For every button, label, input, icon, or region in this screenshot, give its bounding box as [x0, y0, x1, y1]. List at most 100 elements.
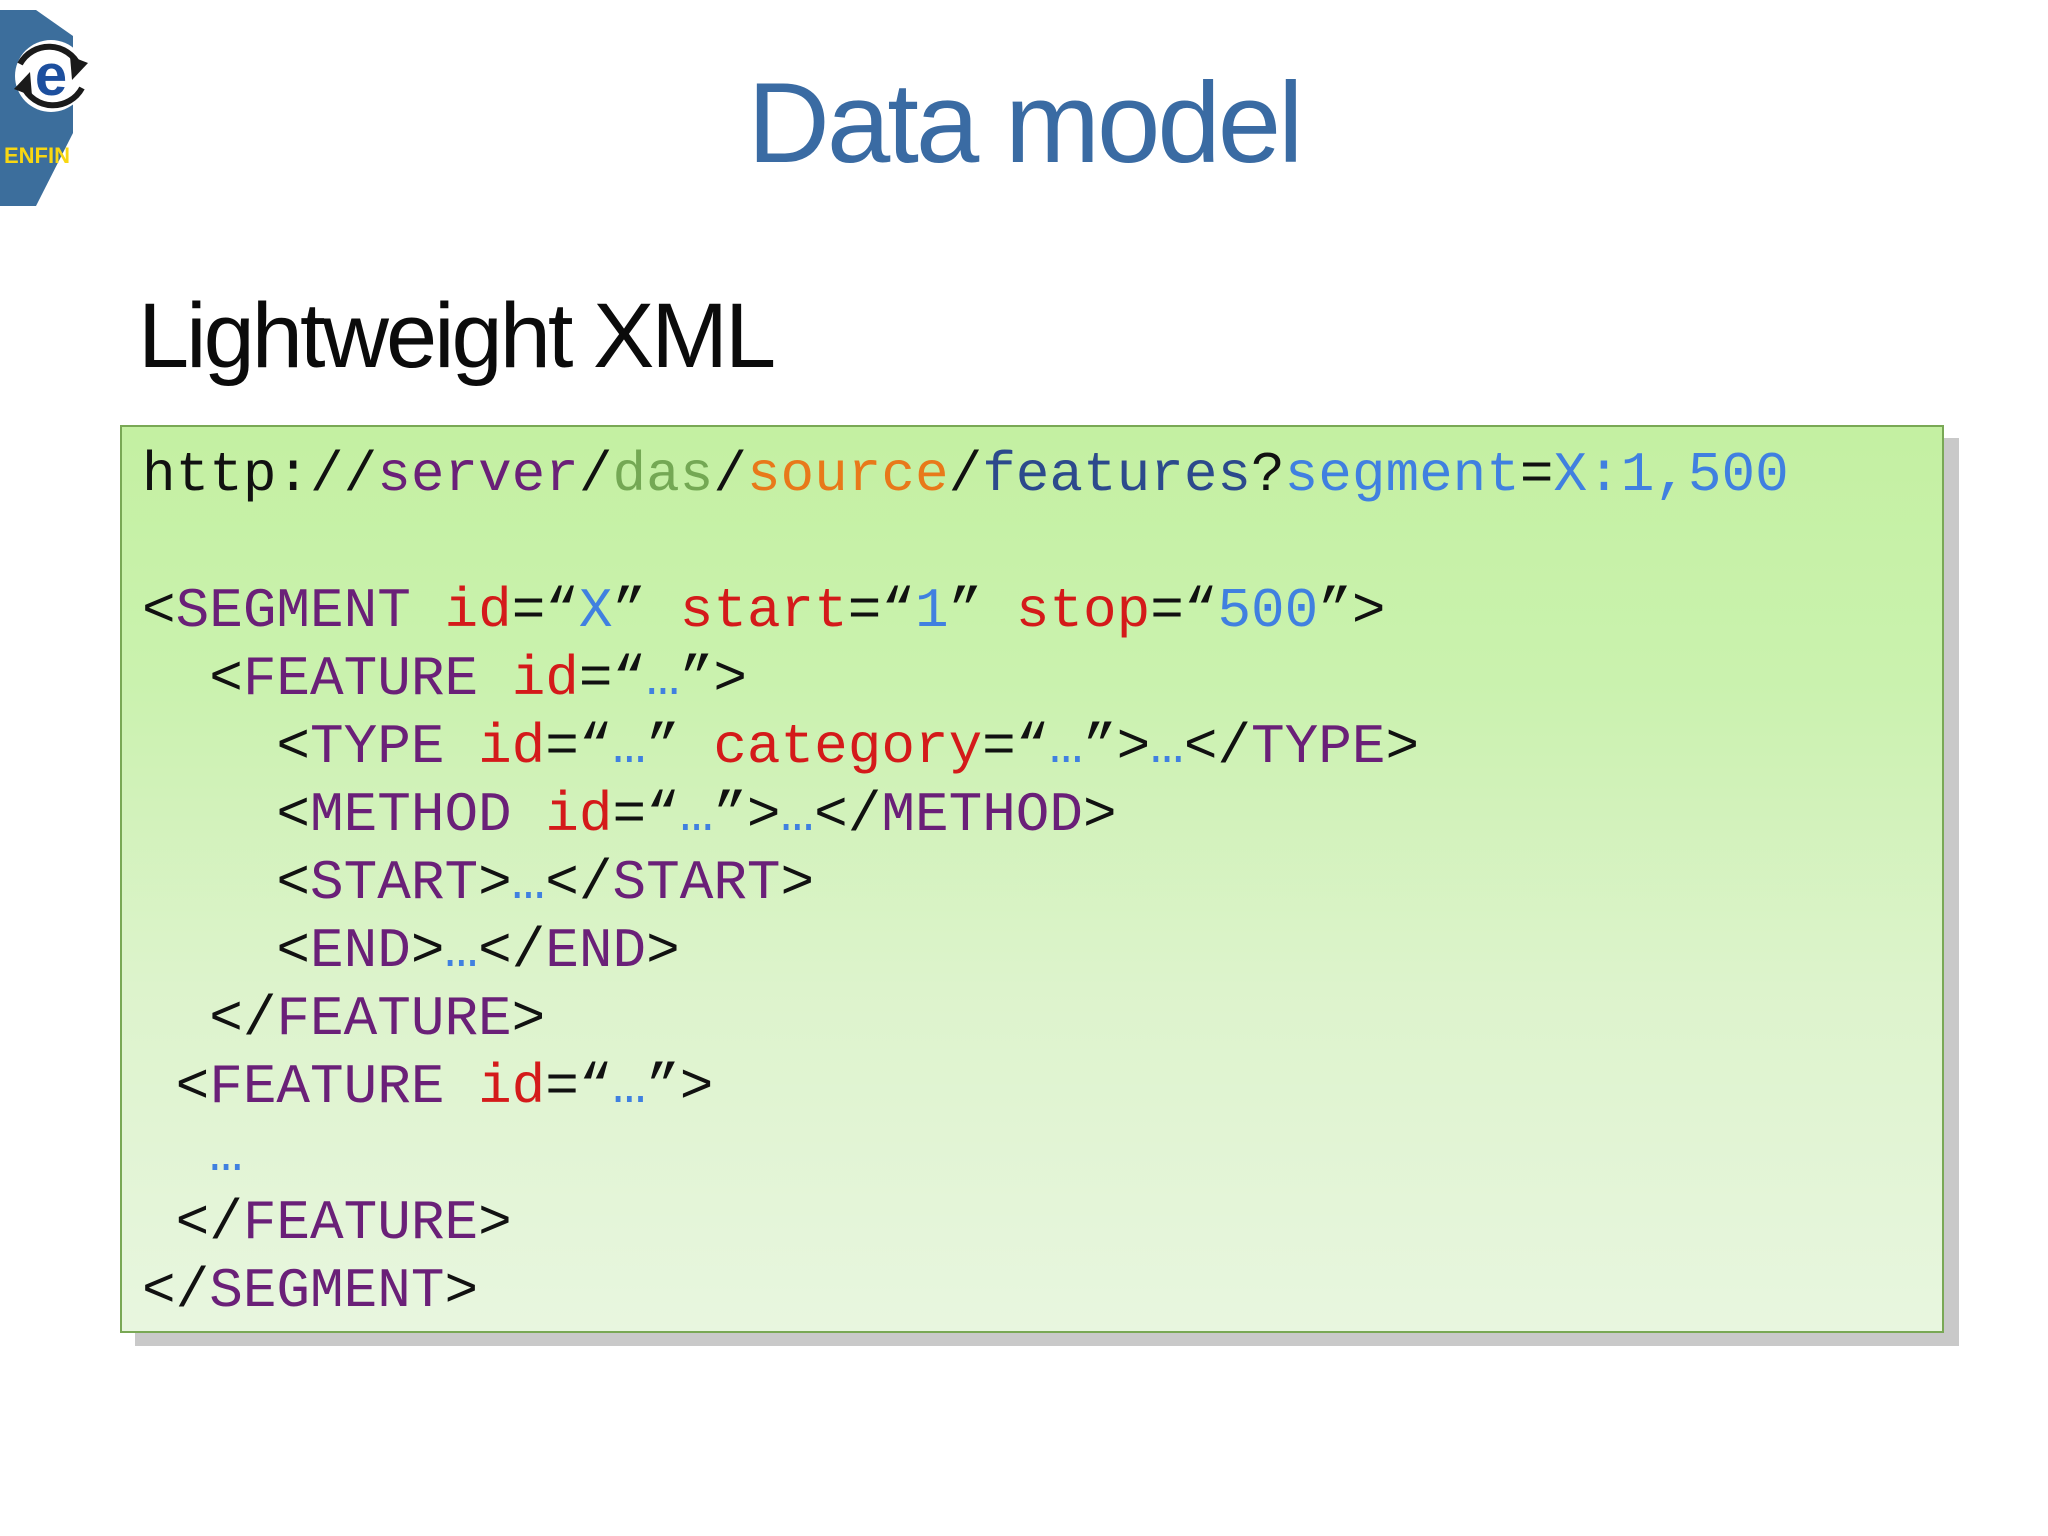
code-token — [444, 715, 478, 779]
code-token: category — [713, 715, 983, 779]
code-token: </ — [478, 919, 546, 983]
page-title: Data model — [747, 60, 1304, 187]
code-token: =“ — [612, 783, 680, 847]
code-token: =“ — [511, 579, 579, 643]
code-token: END — [545, 919, 647, 983]
code-token: =“ — [545, 715, 613, 779]
code-token: features — [982, 443, 1252, 507]
code-token: … — [679, 783, 714, 847]
code-token: SEGMENT — [175, 579, 411, 643]
code-token: </ — [814, 783, 882, 847]
code-token: X — [578, 579, 613, 643]
code-token: / — [948, 443, 983, 507]
enfin-logo: e ENFIN — [0, 10, 88, 206]
code-token: </ — [545, 851, 613, 915]
code-token: source — [746, 443, 949, 507]
code-token: ? — [1251, 443, 1285, 507]
code-token: < — [142, 579, 176, 643]
code-token: =“ — [578, 647, 647, 711]
code-token: … — [511, 851, 546, 915]
code-token: … — [646, 647, 680, 711]
section-heading: Lightweight XML — [138, 285, 776, 387]
code-token: > — [410, 919, 445, 983]
code-token: … — [612, 1055, 647, 1119]
code-token: 500 — [1217, 579, 1319, 643]
code-token: id — [478, 715, 546, 779]
code-token: X:1,500 — [1553, 443, 1789, 507]
code-token: > — [478, 851, 512, 915]
xml-code: http://server/das/source/features?segmen… — [122, 427, 1942, 1325]
cycle-arrowheads — [14, 56, 88, 96]
code-token: METHOD — [310, 783, 512, 847]
code-token: id — [545, 783, 613, 847]
code-token: > — [1083, 783, 1117, 847]
code-token: = — [1519, 443, 1554, 507]
code-token: > — [444, 1259, 479, 1323]
code-token: … — [444, 919, 479, 983]
code-token: < — [142, 783, 311, 847]
code-token: / — [578, 443, 613, 507]
code-panel: http://server/das/source/features?segmen… — [120, 425, 1944, 1333]
code-token: stop — [1015, 579, 1151, 643]
code-token: METHOD — [881, 783, 1084, 847]
code-token: </ — [142, 1259, 210, 1323]
code-token: id — [444, 579, 512, 643]
code-token: < — [142, 1055, 210, 1119]
code-token: START — [310, 851, 479, 915]
code-token: … — [209, 1123, 243, 1187]
code-token: > — [511, 987, 546, 1051]
code-token: < — [142, 851, 311, 915]
code-token: start — [679, 579, 848, 643]
code-token: </ — [142, 987, 277, 1051]
code-token: ” — [948, 579, 1016, 643]
code-token: TYPE — [310, 715, 445, 779]
code-token: … — [1150, 715, 1184, 779]
code-token: ”> — [679, 647, 747, 711]
code-token: > — [478, 1191, 512, 1255]
code-token: … — [1049, 715, 1083, 779]
code-token: =“ — [1150, 579, 1218, 643]
logo-emblem-circle — [15, 40, 87, 112]
code-token: SEGMENT — [209, 1259, 445, 1323]
code-token: ”> — [1083, 715, 1151, 779]
code-token: > — [646, 919, 680, 983]
code-token: > — [1385, 715, 1420, 779]
code-token: FEATURE — [242, 647, 479, 711]
code-token — [444, 1055, 478, 1119]
code-token — [411, 579, 445, 643]
code-token: </ — [1183, 715, 1252, 779]
code-token: ”> — [713, 783, 781, 847]
code-token: 1 — [914, 579, 949, 643]
code-token: ” — [646, 715, 714, 779]
code-token: ”> — [646, 1055, 714, 1119]
code-token: FEATURE — [276, 987, 512, 1051]
code-token: < — [142, 919, 311, 983]
code-token: das — [612, 443, 714, 507]
code-token: =“ — [847, 579, 915, 643]
code-token: ”> — [1318, 579, 1386, 643]
code-token — [512, 783, 546, 847]
code-token: … — [780, 783, 815, 847]
code-token: http:// — [142, 443, 378, 507]
code-token: id — [478, 1055, 546, 1119]
code-token: ” — [612, 579, 680, 643]
code-token: segment — [1284, 443, 1520, 507]
code-token: / — [713, 443, 747, 507]
code-token — [478, 647, 512, 711]
code-token: … — [612, 715, 647, 779]
code-token: START — [612, 851, 781, 915]
code-token: </ — [142, 1191, 243, 1255]
code-token: =“ — [982, 715, 1050, 779]
code-token: FEATURE — [209, 1055, 445, 1119]
code-token: =“ — [545, 1055, 613, 1119]
code-token: END — [310, 919, 411, 983]
code-token: server — [377, 443, 579, 507]
code-token: FEATURE — [242, 1191, 479, 1255]
code-token — [142, 1123, 209, 1187]
code-token: < — [142, 715, 311, 779]
code-token: id — [511, 647, 579, 711]
logo-label: ENFIN — [4, 143, 70, 168]
code-token: TYPE — [1251, 715, 1386, 779]
code-token: > — [780, 851, 815, 915]
